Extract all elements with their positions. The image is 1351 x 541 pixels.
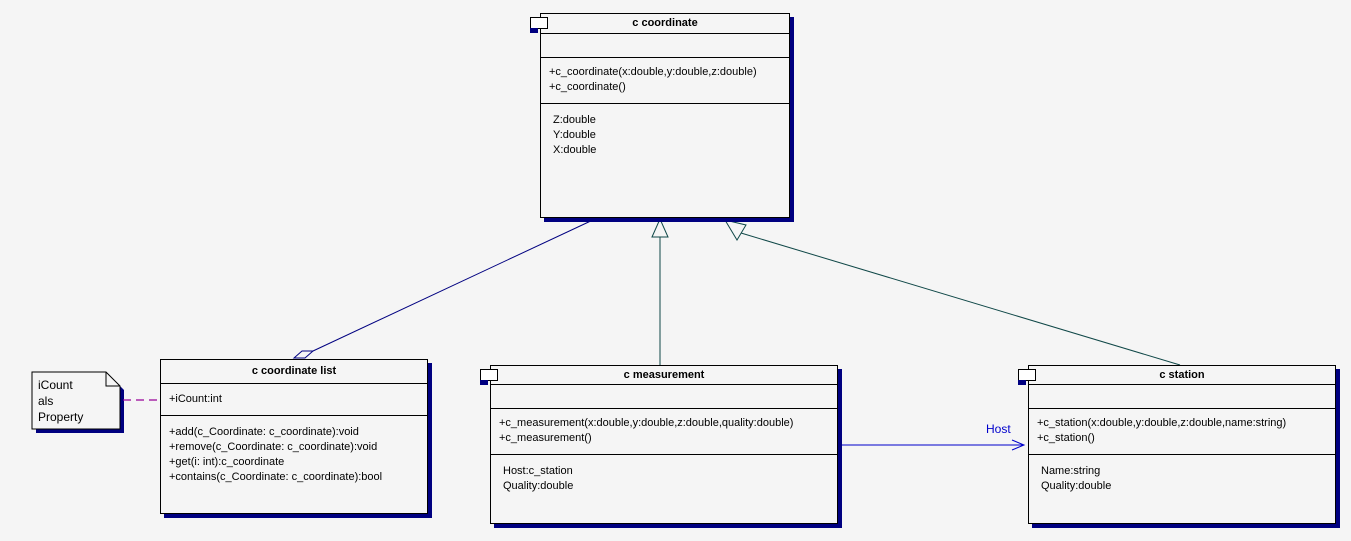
member-row: +c_coordinate(x:double,y:double,z:double… [549,66,757,78]
open-arrowhead-icon [1011,439,1026,451]
member-row: Name:string [1041,465,1101,477]
class-icon [1018,369,1036,385]
attributes-section [541,34,789,58]
member-row: Y:double [553,129,596,141]
member-row: Quality:double [503,480,574,492]
class-title: c coordinate [541,14,789,34]
class-title: c measurement [491,366,837,385]
operations-section: +add(c_Coordinate: c_coordinate):void +re… [161,416,427,513]
member-row: +remove(c_Coordinate: c_coordinate):void [169,441,378,453]
member-row: iCount [38,378,73,392]
member-row: Property [38,410,84,424]
inheritance-triangle-icon [651,217,669,238]
member-row: Z:double [553,114,596,126]
class-box-c-coordinate[interactable]: c coordinate +c_coordinate(x:double,y:do… [530,13,790,218]
class-icon [530,17,548,33]
class-box-c-measurement[interactable]: c measurement +c_measurement(x:double,y:… [480,365,838,524]
class-title: c station [1029,366,1335,385]
operations-section: +c_station(x:double,y:double,z:double,na… [1029,409,1335,455]
aggregation-diamond-icon [292,350,315,359]
inheritance-triangle-icon [723,219,747,241]
attributes-section: +iCount:int [161,384,427,416]
association-label-host: Host [986,422,1011,436]
member-row: +c_measurement(x:double,y:double,z:doubl… [499,417,794,429]
member-row: +iCount:int [169,393,222,405]
member-row: +c_station() [1037,432,1095,444]
aggregation-edge[interactable] [312,218,596,352]
note-fold-icon [105,372,120,387]
member-row: +c_coordinate() [549,81,626,93]
member-row: Quality:double [1041,480,1112,492]
member-row: Host:c_station [503,465,573,477]
member-row: als [38,394,54,408]
note-box[interactable] [31,371,121,430]
operations-section: +c_measurement(x:double,y:double,z:doubl… [491,409,837,455]
class-box-c-coordinate-list[interactable]: c coordinate list +iCount:int +add(c_Coo… [160,359,428,514]
operations-section: +c_coordinate(x:double,y:double,z:double… [541,58,789,104]
attributes-section [491,385,837,409]
member-row: +get(i: int):c_coordinate [169,456,285,468]
member-row: +contains(c_Coordinate: c_coordinate):bo… [169,471,383,483]
member-row: +add(c_Coordinate: c_coordinate):void [169,426,359,438]
attributes-section [1029,385,1335,409]
generalization-edge-station[interactable] [740,232,1181,366]
class-box-c-station[interactable]: c station +c_station(x:double,y:double,z… [1018,365,1336,524]
member-row: X:double [553,144,597,156]
class-title: c coordinate list [161,360,427,384]
member-row: +c_measurement() [499,432,592,444]
member-row: +c_station(x:double,y:double,z:double,na… [1037,417,1287,429]
class-icon [480,369,498,385]
